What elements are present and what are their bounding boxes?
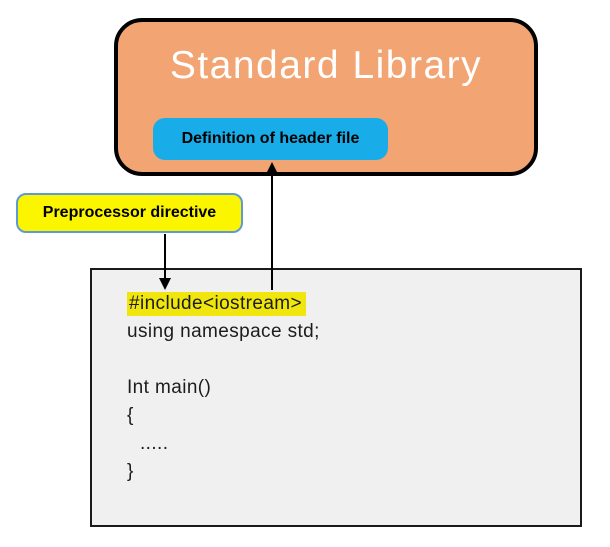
definition-of-header-file-label: Definition of header file <box>181 130 360 147</box>
source-code-box: #include<iostream> using namespace std; … <box>90 268 582 527</box>
code-line: { <box>127 405 134 426</box>
code-line-include: #include<iostream> <box>127 290 580 318</box>
arrow-down-head-icon <box>159 278 171 290</box>
definition-of-header-file-box: Definition of header file <box>153 118 388 160</box>
code-line: using namespace std; <box>127 321 320 342</box>
arrow-down-shaft <box>164 234 166 280</box>
code-line-blank <box>127 346 580 374</box>
code-line: ..... <box>140 433 169 454</box>
arrow-up-head-icon <box>266 162 278 174</box>
include-directive-highlight: #include<iostream> <box>127 292 307 316</box>
preprocessor-directive-box: Preprocessor directive <box>16 193 243 233</box>
arrow-up-shaft <box>271 172 273 290</box>
code-line: } <box>127 461 134 482</box>
code-line: Int main() <box>127 377 212 398</box>
preprocessor-directive-label: Preprocessor directive <box>42 204 217 221</box>
standard-library-title: Standard Library <box>169 44 483 87</box>
